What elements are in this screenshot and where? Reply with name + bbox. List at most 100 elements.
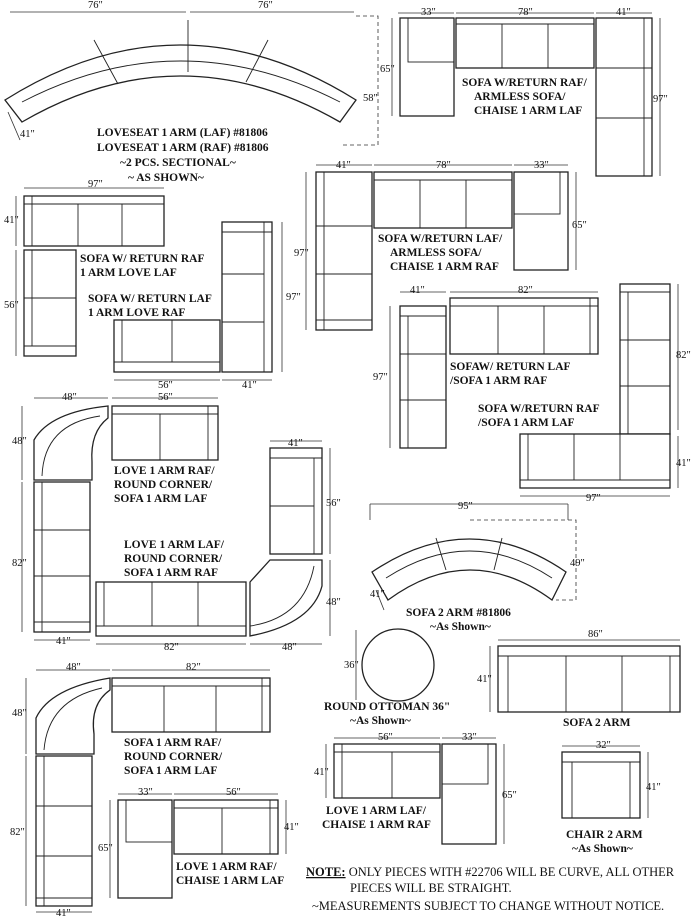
group-title-line-2: 1 ARM LOVE RAF [88,307,185,319]
dim-chaise-length: 65" [98,843,113,854]
dim-ottoman-diameter: 36" [344,660,359,671]
round-ottoman: 36" ROUND OTTOMAN 36" ~As Shown~ [324,628,450,727]
dim-sofa-length: 82" [10,827,25,838]
dim-sofa-depth: 41" [56,908,71,918]
dim-love-width: 56" [378,732,393,743]
group-title-line-2: CHAISE 1 ARM RAF [322,819,431,831]
group-title-line-3: CHAISE 1 ARM LAF [474,105,582,117]
group-title-line-2: /SOFA 1 ARM LAF [477,417,575,429]
dim-height-side: 58" [363,93,378,104]
dim-sofa-depth: 41" [676,458,691,469]
group-title-line-1: SOFA 1 ARM RAF/ [124,737,222,749]
group-title-line-3: SOFA 1 ARM LAF [114,493,207,505]
loveseat-curved-sectional: 76" 76" 41" 58" LOVESEAT 1 ARM (LAF) #81… [4,0,379,184]
group-title-line-2: ~As Shown~ [572,843,633,855]
dim-return-width: 41" [616,7,631,18]
dim-sofa-width: 78" [518,7,533,18]
dim-return-length: 97" [373,372,388,383]
dim-sofa-length: 82" [164,642,179,653]
note-line-1: NOTE: ONLY PIECES WITH #22706 WILL BE CU… [306,865,675,879]
sofa-return-raf-sofa-laf: 82" 41" 97" SOFA W/RETURN RAF /SOFA 1 AR… [477,283,691,504]
love-raf-chaise-laf: 33" 56" 65" 41" LOVE 1 ARM RAF/ CHAISE 1… [98,787,299,899]
dim-corner-width: 48" [282,642,297,653]
group-title-line-3: CHAISE 1 ARM RAF [390,261,499,273]
group-title-line-1: LOVE 1 ARM LAF/ [124,539,225,551]
group-title-line-3: SOFA 1 ARM LAF [124,765,217,777]
dim-corner-depth: 48" [12,708,27,719]
dim-width-right: 76" [258,0,273,11]
group-title-line-2: 1 ARM LOVE LAF [80,267,177,279]
dim-return-length: 97" [653,94,668,105]
dim-love-width: 56" [226,787,241,798]
sofa-2-arm: 86" 41" SOFA 2 ARM [477,629,681,729]
dim-sofa-depth: 41" [477,674,492,685]
footnote: NOTE: ONLY PIECES WITH #22706 WILL BE CU… [306,865,675,913]
dim-chaise-width: 33" [462,732,477,743]
group-title-line-2: ROUND CORNER/ [124,553,223,565]
group-title-line-1: LOVESEAT 1 ARM (LAF) #81806 [97,127,268,139]
group-title-line-2: /SOFA 1 ARM RAF [449,375,547,387]
sofa-return-laf-sofa-raf: 41" 82" 97" SOFAW/ RETURN LAF /SOFA 1 AR… [373,285,599,449]
dim-corner-width: 48" [66,662,81,673]
dim-sofa-width: 86" [588,629,603,640]
group-title-line-1: SOFA 2 ARM [563,717,631,729]
group-title-line-1: SOFA W/RETURN RAF [478,403,600,415]
dim-return-width: 41" [336,160,351,171]
dim-sofa-length: 97" [586,493,601,504]
sofa-raf-corner-sofa-laf: 48" 82" 48" 82" 41" SOFA 1 ARM RAF/ ROUN… [10,662,271,918]
dim-sofa-depth: 41" [370,589,385,600]
dim-sofa-length: 82" [12,558,27,569]
dim-love-length: 56" [326,498,341,509]
sofa-return-raf-love-laf: 97" 41" 56" SOFA W/ RETURN RAF 1 ARM LOV… [4,179,205,357]
dim-sofa-width: 82" [186,662,201,673]
dim-chaise-width: 33" [138,787,153,798]
dim-sofa-width: 95" [458,501,473,512]
dim-sofa-depth: 41" [242,380,257,391]
note-line-3: ~MEASUREMENTS SUBJECT TO CHANGE WITHOUT … [312,899,664,913]
dim-corner-depth: 48" [326,597,341,608]
group-title-line-3: SOFA 1 ARM RAF [124,567,218,579]
sofa-return-raf-armless-chaise: 33" 78" 41" 65" 97" SOFA W/RETURN RAF/ A… [380,7,668,177]
group-title-line-4: ~ AS SHOWN~ [128,172,204,184]
note-line-2: PIECES WILL BE STRAIGHT. [350,881,512,895]
dim-sofa-depth: 41" [56,636,71,647]
love-raf-corner-sofa-laf: 48" 56" 48" 82" 41" LOVE 1 ARM RAF/ ROUN… [12,392,219,647]
dim-sofa-depth-side: 49" [570,558,585,569]
dim-love-depth: 41" [288,438,303,449]
dim-chaise-width: 33" [534,160,549,171]
group-title-line-2: ROUND CORNER/ [124,751,223,763]
dim-love-length: 56" [4,300,19,311]
dim-love-depth: 41" [314,767,329,778]
group-title-line-2: ROUND CORNER/ [114,479,213,491]
group-title-line-2: ARMLESS SOFA/ [474,91,566,103]
group-title-line-1: ROUND OTTOMAN 36" [324,701,450,713]
dim-love-width: 56" [158,380,173,391]
group-title-line-2: CHAISE 1 ARM LAF [176,875,284,887]
chair-2-arm: 32" 41" CHAIR 2 ARM ~As Shown~ [561,740,661,855]
dim-sofa-depth: 41" [4,215,19,226]
dim-return-length: 97" [294,248,309,259]
group-title-line-2: ~As Shown~ [430,621,491,633]
group-title-line-1: CHAIR 2 ARM [566,829,643,841]
group-title-line-1: LOVE 1 ARM RAF/ [176,861,277,873]
group-title-line-2: ARMLESS SOFA/ [390,247,482,259]
dim-depth: 41" [20,129,35,140]
dim-chair-width: 32" [596,740,611,751]
dim-love-width: 56" [158,392,173,403]
dim-corner-width: 48" [62,392,77,403]
dim-love-depth: 41" [284,822,299,833]
sofa-2-arm-curved: 95" 49" 41" SOFA 2 ARM #81806 ~As Shown~ [369,501,585,633]
dim-sofa-width: 82" [518,285,533,296]
dim-sofa-width: 97" [88,179,103,190]
dim-sofa-length: 97" [286,292,301,303]
dim-chaise-length: 65" [572,220,587,231]
dim-chaise-length: 65" [380,64,395,75]
dim-sofa-width: 78" [436,160,451,171]
sofa-return-laf-armless-chaise: 41" 78" 33" 97" 65" SOFA W/RETURN LAF/ A… [294,160,587,331]
group-title-line-2: ~As Shown~ [350,715,411,727]
dim-chaise-length: 65" [502,790,517,801]
group-title-line-1: SOFA W/RETURN RAF/ [462,77,588,89]
note-text: ONLY PIECES WITH #22706 WILL BE CURVE, A… [346,865,675,879]
love-laf-corner-sofa-raf: 41" 56" 48" 82" 48" LOVE 1 ARM LAF/ ROUN… [95,438,341,653]
